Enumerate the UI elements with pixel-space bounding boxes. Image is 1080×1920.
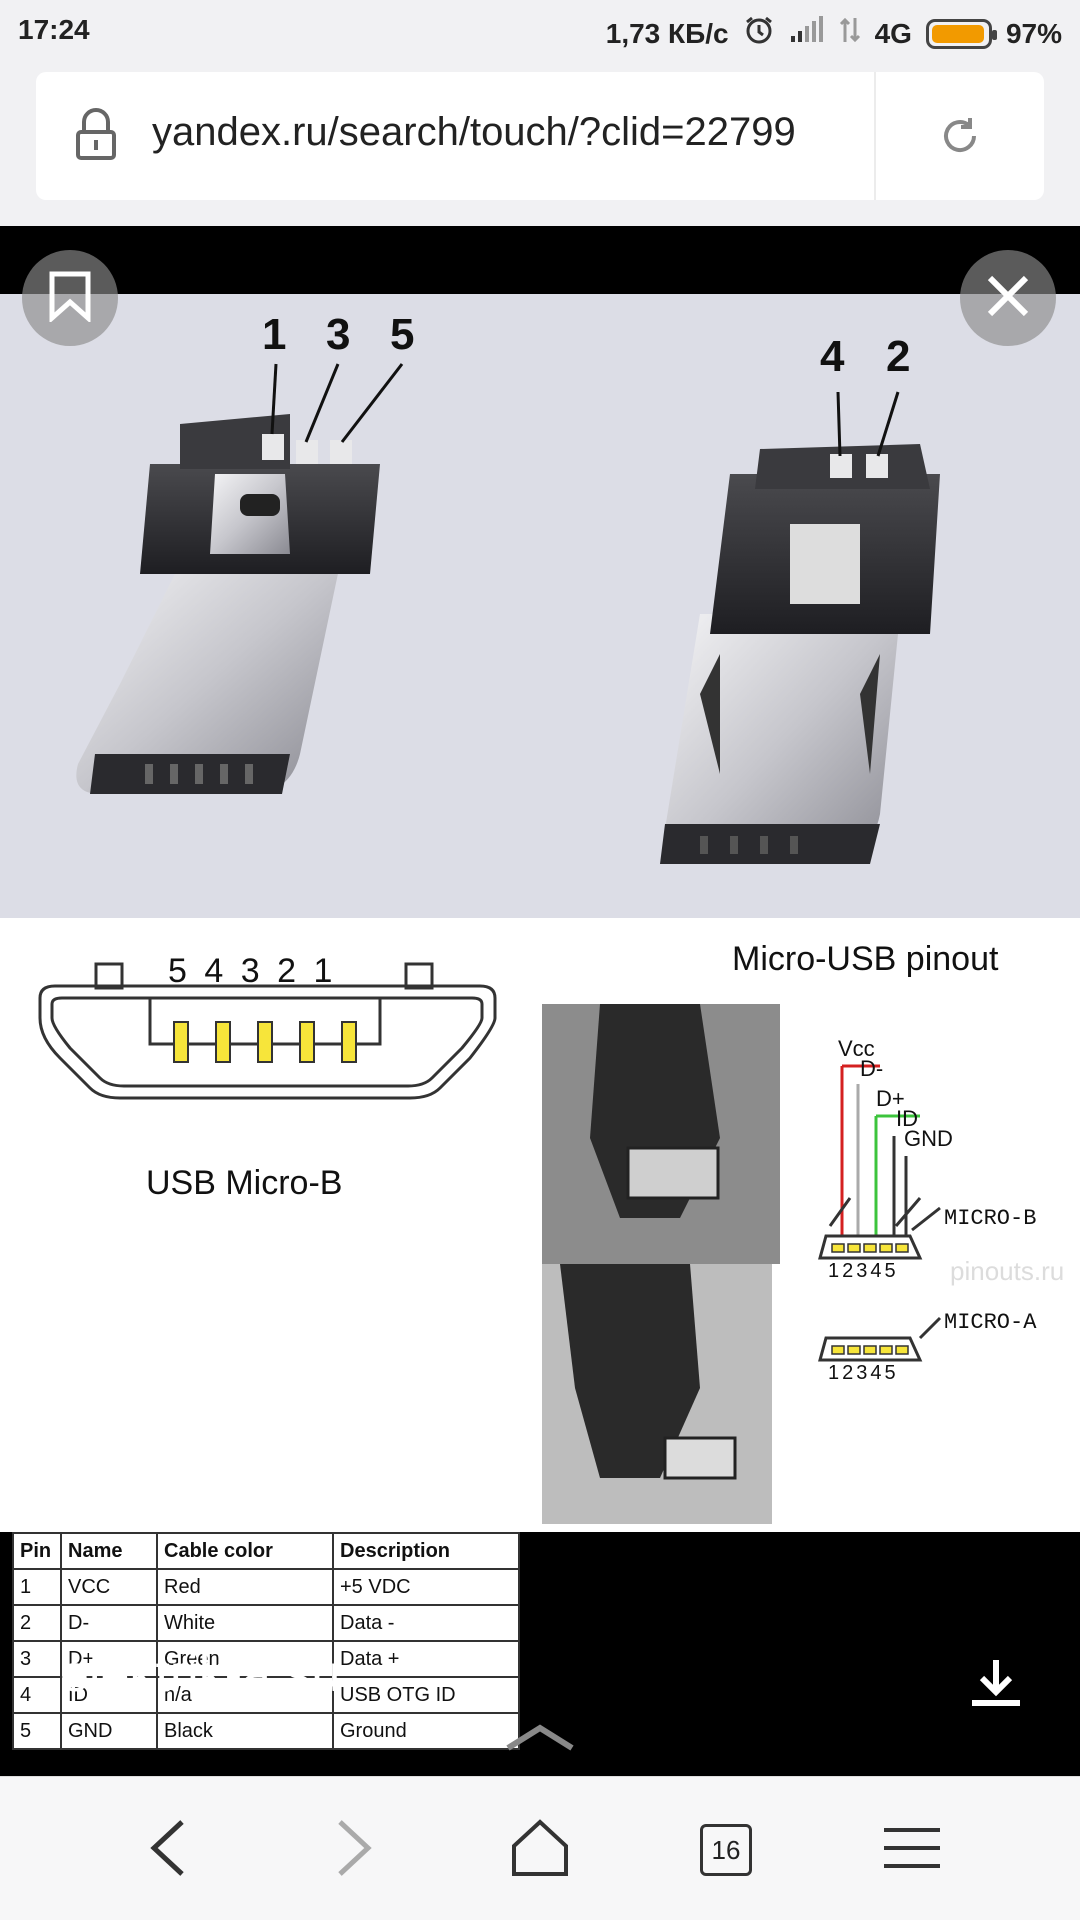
tab-count: 16 [700, 1824, 752, 1876]
back-icon [148, 1818, 188, 1883]
photo-pin-3: 3 [326, 310, 351, 359]
menu-icon [884, 1824, 940, 1877]
pinout-diagram: 5 4 3 2 1 USB Micro-B Micro-USB pinout V… [0, 918, 1080, 1532]
micro-b-name: MICRO-B [944, 1206, 1037, 1231]
photo-pin-2: 2 [886, 332, 911, 381]
browser-toolbar: yandex.ru/search/touch/?clid=22799 [0, 62, 1080, 226]
lock-icon [74, 108, 118, 167]
data-arrows-icon [839, 16, 861, 51]
chevron-up-icon[interactable] [504, 1722, 576, 1757]
wire-label-dplus: D+ [876, 1086, 905, 1111]
menu-button[interactable] [872, 1815, 952, 1885]
address-bar[interactable]: yandex.ru/search/touch/?clid=22799 [36, 72, 1044, 200]
image-viewer: 1 3 5 4 2 [0, 226, 1080, 1776]
watermark: pinouts.ru [950, 1256, 1065, 1286]
wire-label-dminus: D- [860, 1056, 884, 1081]
photo-pin-1: 1 [262, 310, 287, 359]
image-source-link[interactable]: elektrik-a.su [60, 1645, 341, 1703]
home-icon [510, 1818, 570, 1883]
wire-label-gnd: GND [904, 1126, 953, 1151]
download-icon[interactable] [970, 1656, 1022, 1713]
reload-icon[interactable] [936, 112, 984, 165]
table-header-row: Pin Name Cable color Description [12, 1532, 520, 1570]
url-text[interactable]: yandex.ru/search/touch/?clid=22799 [152, 110, 796, 154]
network-type: 4G [874, 17, 912, 49]
tabs-button[interactable]: 16 [686, 1815, 766, 1885]
micro-a-name: MICRO-A [944, 1310, 1037, 1335]
status-time: 17:24 [18, 14, 90, 45]
home-button[interactable] [500, 1815, 580, 1885]
forward-icon [334, 1818, 374, 1883]
close-icon [984, 272, 1032, 325]
bookmark-button[interactable] [22, 250, 118, 346]
bookmark-icon [48, 270, 92, 327]
forward-button[interactable] [314, 1815, 394, 1885]
battery-icon [925, 18, 997, 49]
close-button[interactable] [960, 250, 1056, 346]
back-button[interactable] [128, 1815, 208, 1885]
battery-percent: 97% [1005, 17, 1062, 49]
signal-icon [789, 16, 825, 51]
alarm-icon [743, 14, 775, 53]
connector-photo: 1 3 5 4 2 [0, 294, 1080, 918]
wire-label-vcc: Vcc [838, 1036, 875, 1061]
status-bar: 17:24 1,73 КБ/с 4G 97% [0, 0, 1080, 62]
usb-micro-b-label: USB Micro-B [146, 1164, 343, 1202]
net-speed: 1,73 КБ/с [605, 17, 729, 49]
micro-a-pin-seq: 12345 [828, 1362, 899, 1384]
photo-pin-5: 5 [390, 310, 415, 359]
wire-label-id: ID [896, 1106, 918, 1131]
browser-bottom-nav: 16 [0, 1776, 1080, 1920]
photo-pin-4: 4 [820, 332, 845, 381]
pinout-title: Micro-USB pinout [732, 940, 999, 978]
micro-b-pin-seq: 12345 [828, 1260, 899, 1282]
micro-b-pin-numbers: 5 4 3 2 1 [168, 952, 337, 990]
